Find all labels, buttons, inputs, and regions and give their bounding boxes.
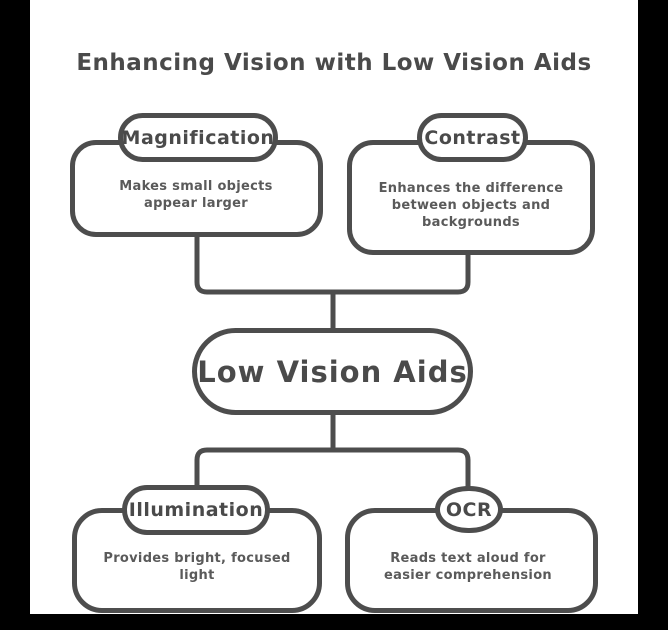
branch-pill-magnification: Magnification [118,113,278,162]
description-line: Makes small objects [119,179,273,194]
branch-description-contrast: Enhances the difference between objects … [371,180,571,231]
description-line: Enhances the difference [378,181,564,196]
description-line: appear larger [144,196,248,211]
branch-label-magnification: Magnification [121,126,275,149]
description-line: backgrounds [422,215,520,230]
central-node-label: Low Vision Aids [197,354,468,389]
description-line: Provides bright, focused [103,551,291,566]
frame-bar-right [638,0,668,630]
description-line: easier comprehension [384,568,552,583]
branch-label-contrast: Contrast [424,126,521,149]
branch-pill-illumination: Illumination [122,485,270,535]
description-line: Reads text aloud for [390,551,546,566]
branch-description-illumination: Provides bright, focused light [97,550,297,584]
branch-description-magnification: Makes small objects appear larger [106,178,286,212]
frame-bar-left [0,0,30,630]
branch-description-ocr: Reads text aloud for easier comprehensio… [368,550,568,584]
description-line: between objects and [391,198,551,213]
central-node: Low Vision Aids [192,328,473,415]
branch-pill-contrast: Contrast [417,113,528,162]
branch-pill-ocr: OCR [435,486,503,533]
diagram-title: Enhancing Vision with Low Vision Aids [76,50,592,76]
connector-bottom-branches [194,447,471,492]
description-line: light [179,568,215,583]
branch-label-ocr: OCR [445,498,493,521]
frame-bar-bottom [0,614,668,630]
branch-label-illumination: Illumination [128,499,264,521]
